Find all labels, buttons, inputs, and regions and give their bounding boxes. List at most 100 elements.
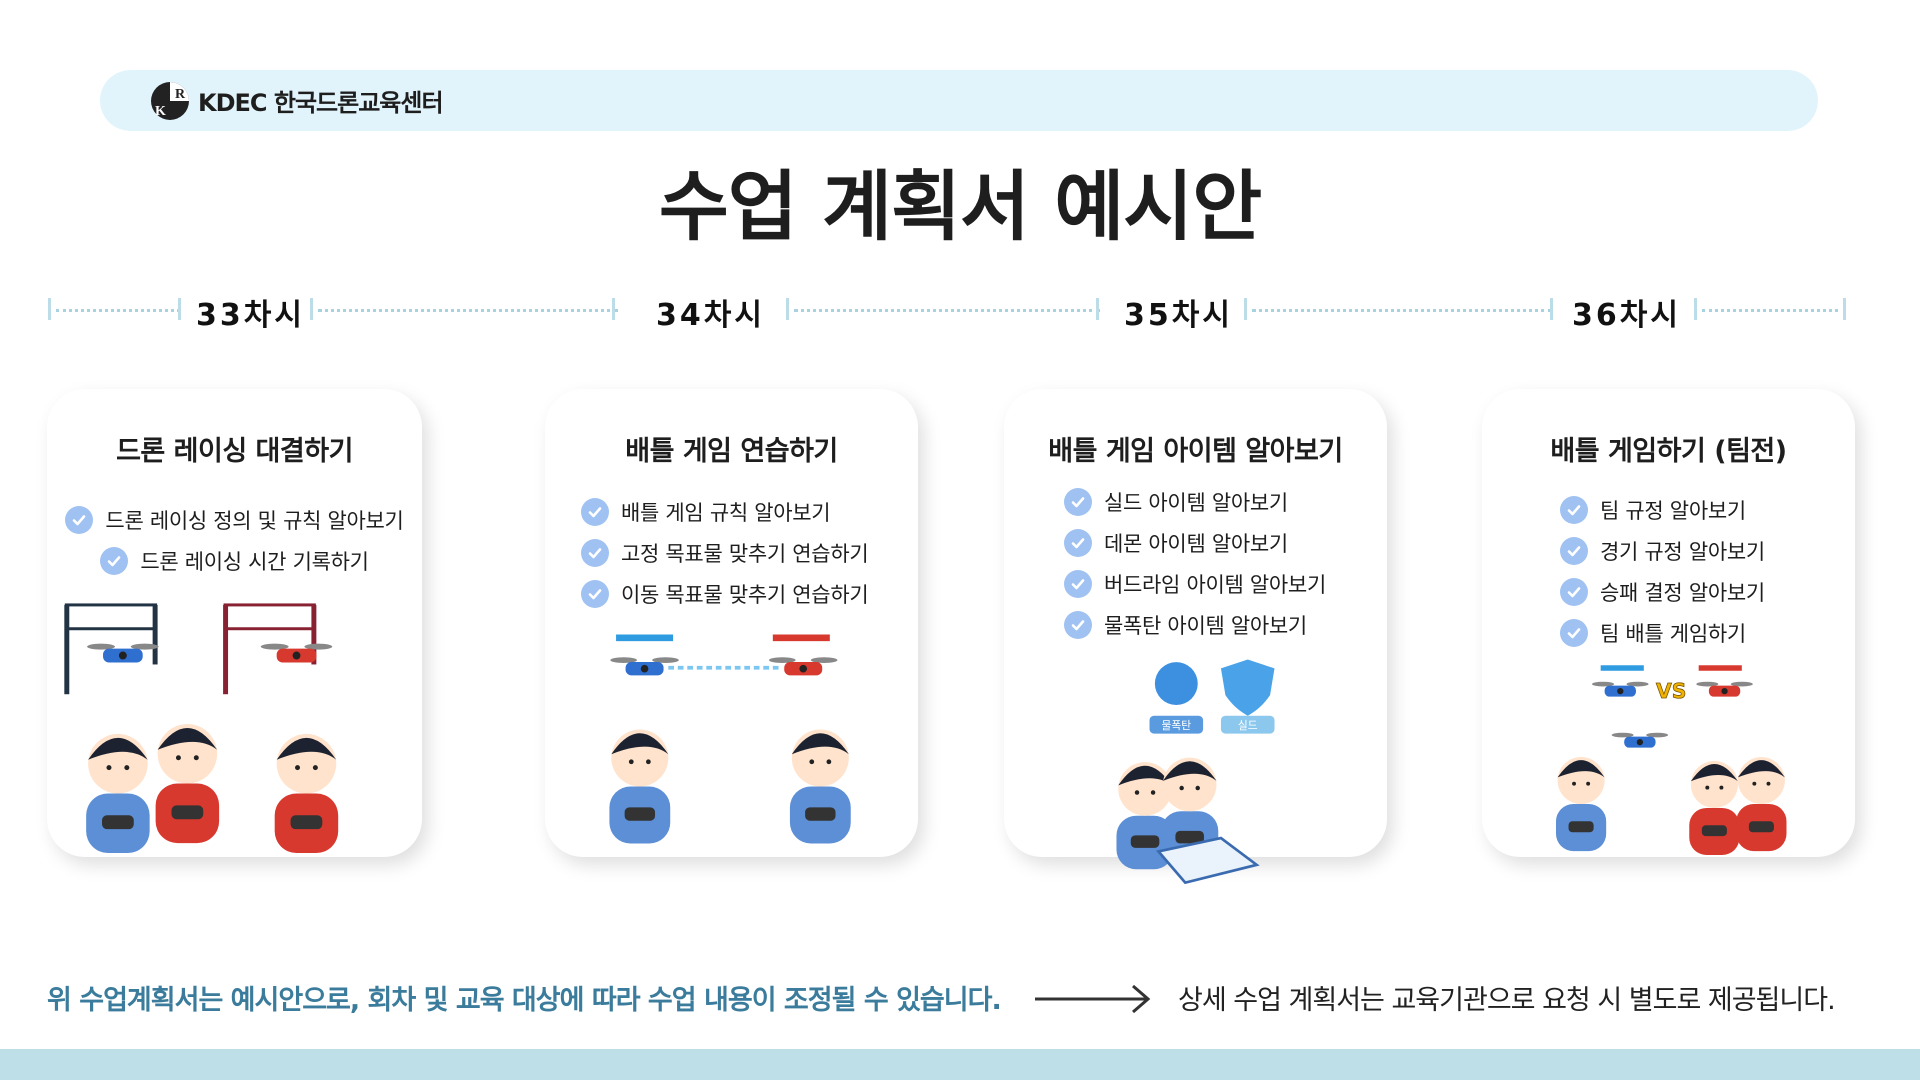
objective-item: 팀 배틀 게임하기	[1560, 612, 1746, 653]
objective-label: 드론 레이싱 시간 기록하기	[140, 549, 369, 574]
timeline-tick	[1550, 298, 1553, 320]
objective-item: 버드라임 아이템 알아보기	[1064, 563, 1326, 604]
check-circle-icon	[1064, 487, 1092, 516]
check-circle-icon	[1064, 610, 1092, 639]
timeline-tick	[1096, 298, 1099, 320]
student-figure	[86, 733, 150, 853]
card-title: 배틀 게임 아이템 알아보기	[1048, 436, 1343, 467]
timeline-tick	[178, 298, 181, 320]
drone-racing-illustration	[47, 595, 422, 853]
session-35-label: 35차시	[1124, 298, 1233, 333]
health-bar	[616, 634, 674, 642]
objective-label: 이동 목표물 맞추기 연습하기	[621, 582, 869, 607]
student-figure	[1161, 757, 1219, 865]
water-bomb-icon	[1154, 662, 1198, 705]
student-figure	[789, 729, 851, 844]
timeline-tick	[48, 298, 51, 320]
timeline-divider	[794, 309, 1100, 312]
objective-item: 데몬 아이템 알아보기	[1064, 522, 1288, 563]
health-bar	[772, 634, 830, 642]
objective-label: 팀 배틀 게임하기	[1600, 621, 1746, 646]
check-circle-icon	[65, 505, 94, 534]
objective-label: 드론 레이싱 정의 및 규칙 알아보기	[105, 508, 404, 533]
brand-name: KDEC 한국드론교육센터	[198, 89, 444, 117]
arrow-right-icon	[1035, 984, 1153, 1018]
drone-icon	[260, 643, 333, 663]
session-33-label: 33차시	[196, 298, 305, 333]
shield-icon	[1220, 659, 1275, 716]
plan-disclaimer: 위 수업계획서는 예시안으로, 회차 및 교육 대상에 따라 수업 내용이 조정…	[47, 985, 1002, 1016]
objective-item: 배틀 게임 규칙 알아보기	[581, 491, 831, 532]
objective-label: 고정 목표물 맞추기 연습하기	[621, 541, 869, 566]
objective-item: 고정 목표물 맞추기 연습하기	[581, 532, 869, 573]
check-circle-icon	[100, 546, 129, 575]
session-timeline: 33차시 34차시 35차시 36차시	[48, 290, 1846, 333]
student-figure	[274, 733, 339, 853]
check-circle-icon	[1064, 528, 1092, 557]
race-gate-icon	[64, 603, 158, 695]
student-figure	[1689, 760, 1740, 855]
check-circle-icon	[1560, 536, 1588, 565]
drone-icon	[1592, 681, 1649, 697]
timeline-tick	[1244, 298, 1247, 320]
student-figure	[1555, 757, 1607, 852]
check-circle-icon	[1064, 569, 1092, 598]
timeline-tick	[1843, 298, 1846, 320]
check-circle-icon	[581, 538, 609, 567]
drone-icon	[769, 657, 838, 676]
drone-icon	[87, 643, 159, 663]
card-title: 배틀 게임하기 (팀전)	[1550, 436, 1787, 467]
objective-item: 드론 레이싱 정의 및 규칙 알아보기	[65, 499, 404, 540]
item-label: 실드	[1238, 719, 1258, 732]
objective-item: 경기 규정 알아보기	[1560, 530, 1765, 571]
objective-label: 버드라임 아이템 알아보기	[1104, 572, 1326, 597]
timeline-tick	[310, 298, 313, 320]
objective-label: 실드 아이템 알아보기	[1104, 490, 1288, 515]
student-figure	[609, 729, 671, 844]
check-circle-icon	[581, 497, 609, 526]
timeline-tick	[786, 298, 789, 320]
health-bar	[1600, 665, 1644, 671]
drone-icon	[1696, 681, 1753, 697]
page-title: 수업 계획서 예시안	[658, 162, 1262, 251]
battle-items-illustration: 물폭탄 실드	[1004, 655, 1387, 905]
objective-item: 승패 결정 알아보기	[1560, 571, 1765, 612]
svg-text:K: K	[155, 104, 166, 119]
objective-label: 팀 규정 알아보기	[1600, 498, 1746, 523]
objective-label: 경기 규정 알아보기	[1600, 539, 1765, 564]
check-circle-icon	[1560, 495, 1588, 524]
drone-icon	[610, 657, 679, 676]
timeline-divider	[56, 309, 180, 312]
session-34-label: 34차시	[656, 298, 765, 333]
student-figure	[1736, 757, 1787, 852]
session-36-label: 36차시	[1572, 298, 1681, 333]
student-figure	[155, 724, 220, 844]
item-label: 물폭탄	[1162, 719, 1192, 732]
objective-item: 팀 규정 알아보기	[1560, 489, 1746, 530]
drone-icon	[1611, 732, 1669, 748]
timeline-tick	[1694, 298, 1697, 320]
book-icon	[1155, 836, 1260, 885]
bottom-band	[0, 1049, 1920, 1080]
check-circle-icon	[581, 579, 609, 608]
timeline-divider	[318, 309, 618, 312]
objective-label: 배틀 게임 규칙 알아보기	[621, 500, 831, 525]
objective-label: 승패 결정 알아보기	[1600, 580, 1765, 605]
detailed-plan-info: 상세 수업 계획서는 교육기관으로 요청 시 별도로 제공됩니다.	[1178, 985, 1836, 1016]
vs-badge: VS	[1656, 679, 1686, 703]
check-circle-icon	[1560, 577, 1588, 606]
objective-item: 이동 목표물 맞추기 연습하기	[581, 573, 869, 614]
card-title: 배틀 게임 연습하기	[625, 436, 838, 467]
card-title: 드론 레이싱 대결하기	[116, 436, 353, 467]
timeline-divider	[1702, 309, 1838, 312]
timeline-divider	[1252, 309, 1552, 312]
